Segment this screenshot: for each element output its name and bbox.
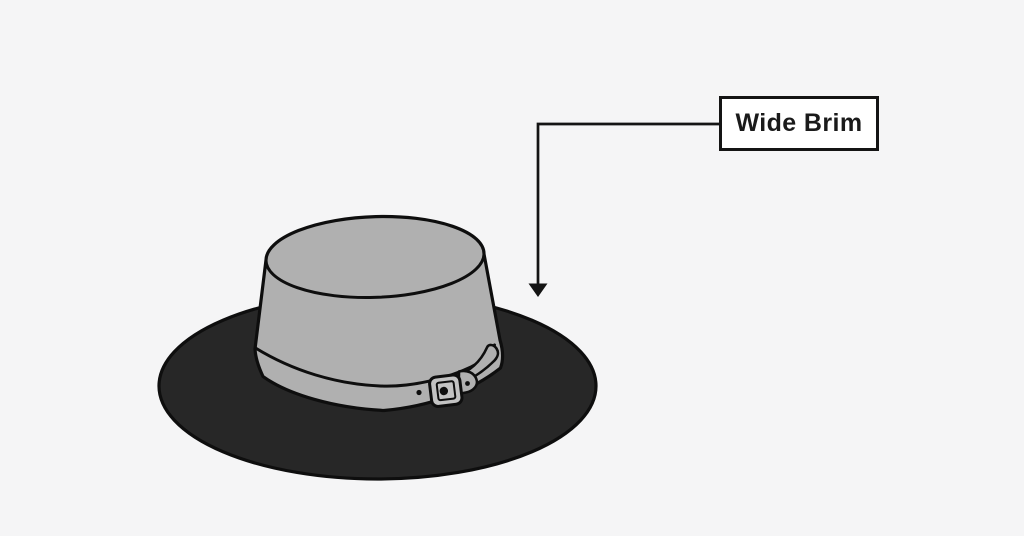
buckle-pin [439, 386, 449, 396]
hat-crown [253, 214, 505, 413]
band-stud [416, 389, 422, 396]
band-buckle [428, 373, 464, 408]
strap-tip-stud [465, 381, 470, 386]
callout-label-box: Wide Brim [719, 96, 879, 151]
crown-top-front-edge [264, 252, 486, 300]
callout-label-text: Wide Brim [735, 109, 863, 137]
callout-arrowhead [528, 283, 548, 297]
callout-arrow-line [536, 122, 720, 285]
buckle-inner-frame [435, 380, 457, 402]
